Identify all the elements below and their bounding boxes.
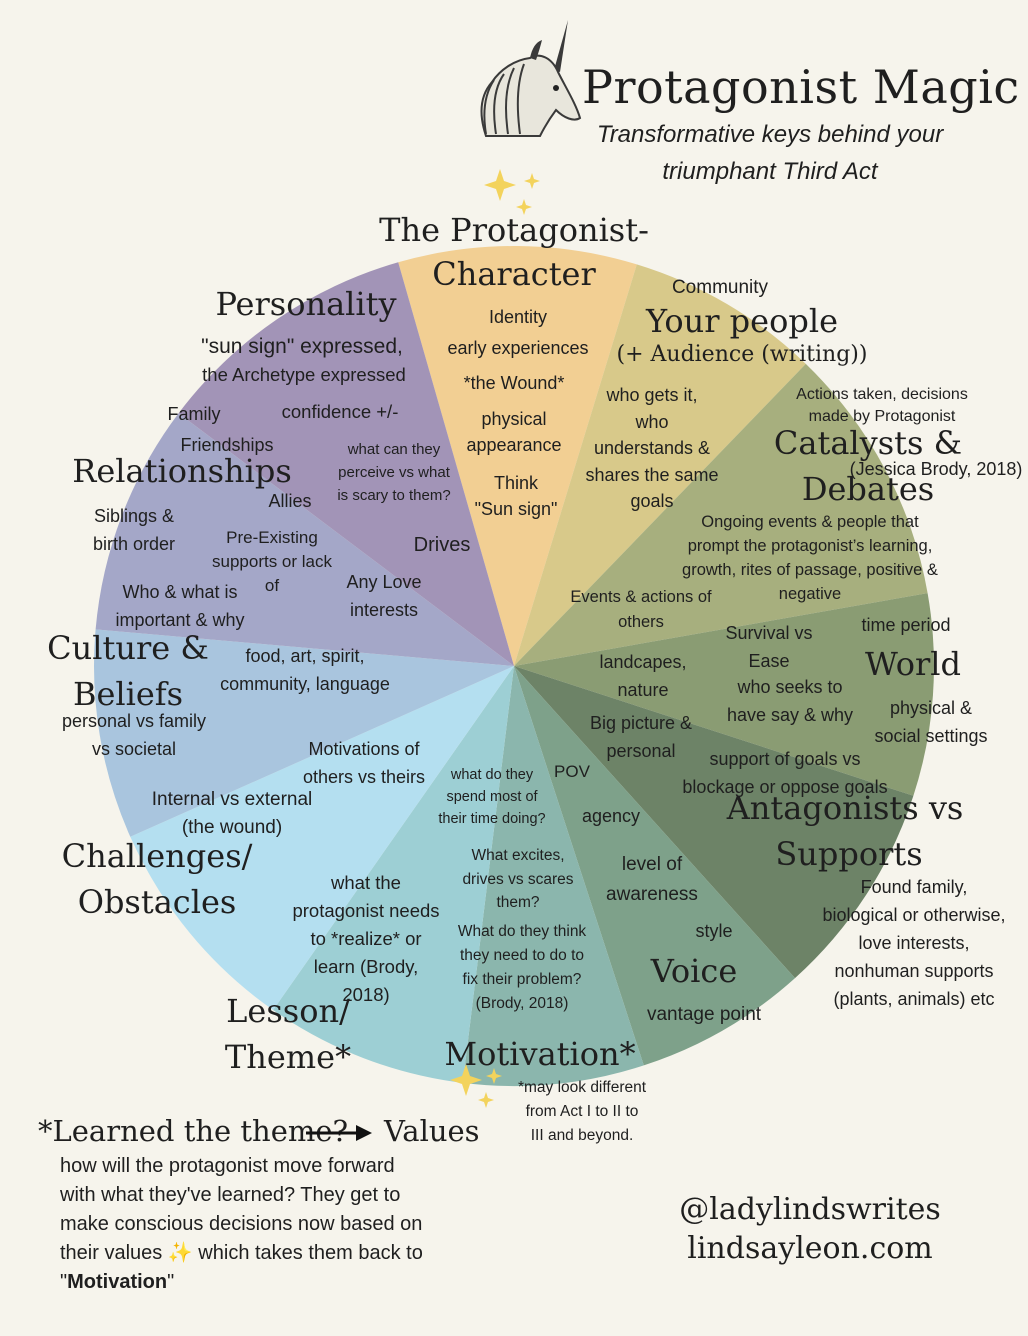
segment-heading: Relationships — [72, 452, 292, 490]
segment-challenges — [130, 666, 515, 1010]
segment-text: what can they perceive vs what is scary … — [337, 441, 451, 504]
segment-text: POV — [554, 762, 590, 781]
segment-heading: (+ Audience (writing)) — [616, 342, 868, 367]
segment-text: Family — [167, 404, 221, 424]
page-title: Protagonist Magic — [582, 60, 1020, 114]
segment-text: what do they spend most of their time do… — [438, 767, 546, 827]
segment-text: physical & social settings — [874, 698, 988, 746]
note-body-end: " — [167, 1271, 175, 1293]
segment-heading: Motivation* — [444, 1035, 636, 1073]
segment-text: Motivations of others vs theirs — [302, 739, 426, 787]
note-body: how will the protagonist move forward wi… — [60, 1152, 480, 1297]
segment-text: Found family, biological or otherwise, l… — [822, 877, 1006, 1009]
segment-relationships — [95, 413, 514, 666]
segment-text: Survival vs Ease — [725, 623, 813, 671]
note-body-text-2: which takes them back to " — [60, 1242, 423, 1293]
segment-text: Drives — [413, 534, 471, 556]
segment-heading: World — [865, 645, 961, 683]
segment-text: Big picture & personal — [589, 713, 693, 761]
segment-text: personal vs family vs societal — [61, 711, 207, 759]
segment-heading: Supports — [775, 835, 923, 873]
note-heading: *Learned the theme? — [38, 1114, 349, 1148]
segment-culture — [94, 629, 515, 837]
arrow-right-icon — [306, 1125, 372, 1141]
segment-heading: Lesson/ Theme* — [224, 992, 352, 1076]
segment-heading: Personality — [215, 285, 397, 323]
segment-text: Any Love interests — [346, 572, 422, 620]
segment-heading: Culture & Beliefs — [47, 629, 209, 713]
segment-text: who gets it, who understands & shares th… — [585, 385, 719, 511]
segment-heading: Your people — [645, 302, 839, 340]
segment-text: who seeks to have say & why — [726, 677, 854, 725]
segment-text: What do they think they need to do to fi… — [457, 923, 587, 1012]
segment-text: style — [695, 921, 733, 941]
segment-text: landcapes, nature — [599, 652, 687, 700]
segment-text: (Jessica Brody, 2018) — [849, 459, 1023, 479]
page-subtitle: Transformative keys behind your triumpha… — [596, 121, 944, 185]
segment-text: Think "Sun sign" — [474, 473, 558, 519]
segment-text: agency — [581, 806, 641, 826]
segment-motivation — [462, 666, 644, 1087]
wheel-segments — [94, 246, 934, 1087]
segment-antagonists — [514, 666, 914, 979]
segment-text: *may look different from Act I to II to … — [517, 1079, 647, 1144]
segment-text: vantage point — [646, 1004, 762, 1025]
segment-text: Allies — [268, 491, 312, 511]
segment-text: early experiences — [447, 338, 589, 358]
segment-text: Friendships — [180, 435, 274, 455]
segment-heading: The Protagonist- Character — [379, 211, 649, 293]
segment-text: *the Wound* — [463, 373, 565, 393]
segment-text: time period — [861, 615, 951, 635]
segment-text: "sun sign" expressed, — [201, 335, 403, 358]
segment-text: Pre-Existing supports or lack of — [212, 528, 332, 595]
note-body-text: how will the protagonist move forward wi… — [60, 1155, 423, 1264]
footer-handle[interactable]: @ladylindswrites — [679, 1192, 941, 1227]
segment-text: What excites, drives vs scares them? — [462, 847, 574, 911]
segment-text: Siblings & birth order — [92, 506, 176, 554]
segment-text: the Archetype expressed — [202, 364, 406, 385]
segment-catalysts — [514, 363, 928, 666]
segment-lesson — [273, 666, 514, 1083]
sparkle-emoji-icon: ✨ — [167, 1242, 193, 1264]
segment-heading: Voice — [650, 952, 738, 990]
segment-heading: Antagonists vs — [726, 789, 964, 827]
segment-voice — [514, 666, 795, 1066]
segment-text: level of awareness — [606, 854, 698, 905]
note-values: Values — [384, 1114, 480, 1148]
segment-text: Identity — [488, 307, 548, 327]
segment-text: food, art, spirit, community, language — [220, 646, 390, 694]
segment-text: support of goals vs blockage or oppose g… — [682, 749, 888, 797]
segment-text: Who & what is important & why — [115, 582, 245, 630]
segment-text: Community — [671, 277, 769, 298]
segment-heading: Challenges/ Obstacles — [61, 837, 253, 921]
segment-text: Ongoing events & people that prompt the … — [682, 513, 938, 603]
decorations — [450, 20, 582, 1108]
unicorn-logo-icon — [480, 20, 582, 137]
segment-heading: Catalysts & — [773, 424, 963, 462]
segment-text: Internal vs external (the wound) — [151, 789, 313, 838]
segment-your-people — [514, 264, 806, 666]
segment-text: what the protagonist needs to *realize* … — [292, 872, 440, 1005]
sparkle-icon — [484, 169, 540, 215]
sparkle-icon — [450, 1064, 502, 1108]
segment-text: confidence +/- — [281, 401, 399, 422]
segment-text: Actions taken, decisions made by Protago… — [796, 386, 968, 425]
segment-world — [514, 593, 934, 796]
segment-protagonist — [398, 246, 637, 667]
segment-personality — [178, 262, 514, 666]
segment-text: Events & actions of others — [570, 588, 712, 631]
footer-website[interactable]: lindsayleon.com — [687, 1231, 933, 1266]
segment-heading: Debates — [801, 470, 935, 508]
note-body-bold: Motivation — [67, 1271, 168, 1293]
segment-text: physical appearance — [466, 409, 562, 455]
